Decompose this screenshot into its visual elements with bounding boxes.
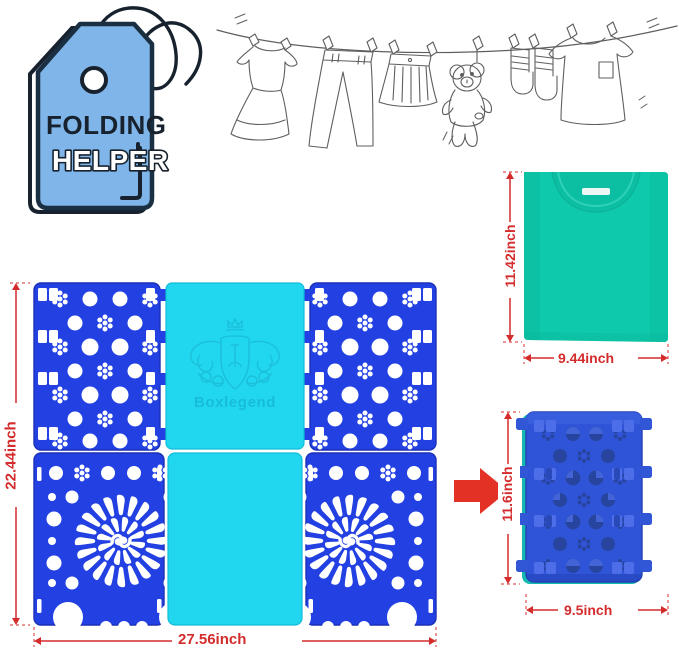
board-panel-top-left [33, 282, 172, 451]
teddy-bear-sketch [441, 35, 493, 147]
skirt-sketch [378, 39, 438, 108]
clothesline-illustration [215, 0, 679, 185]
board-panel-top-right [298, 282, 437, 451]
shirt-fold-left [524, 172, 540, 340]
folded-t-shirt: 11.42inch 9.44inch [478, 160, 679, 380]
folded-width-label: 9.5inch [564, 602, 613, 618]
folding-board-unfolded: Boxlegend [0, 255, 470, 660]
tag-face [35, 21, 155, 211]
board-panel-center-top: Boxlegend [165, 282, 305, 450]
arrow-right-icon [454, 468, 508, 514]
pants-sketch [308, 35, 378, 149]
shirt-label-tag [582, 188, 610, 195]
folded-height-label: 11.6inch [499, 466, 515, 522]
shirt-body [524, 172, 668, 342]
shirt-height-label: 11.42inch [502, 224, 518, 288]
board-width-label: 27.56inch [178, 631, 247, 648]
board-panel-center-bottom [167, 452, 303, 626]
tag-corner-bracket [120, 146, 142, 200]
shirt-width-label: 9.44inch [558, 350, 615, 366]
panel-hole-pattern [38, 288, 158, 450]
socks-sketch [508, 33, 558, 101]
tag-line1: FOLDING [46, 110, 167, 140]
folded-board-hinge-tabs [516, 418, 652, 572]
board-panel-bottom-right [275, 452, 437, 633]
shirt-dimension-lines [503, 171, 669, 364]
brand-crest-icon [190, 317, 280, 390]
tshirt-sketch [548, 21, 648, 125]
shirt-fold-right [650, 172, 668, 342]
board-height-label: 22.44inch [2, 421, 20, 490]
board-panel-bottom-left [33, 452, 196, 633]
folding-helper-hang-tag: FOLDING HELPER [6, 2, 226, 222]
folding-board-folded: 11.6inch 9.5inch [478, 398, 679, 660]
brand-name: Boxlegend [194, 394, 276, 411]
tag-grommet-icon [80, 66, 108, 94]
tag-line2: HELPER [52, 145, 169, 176]
fold-transition-arrow [452, 462, 514, 520]
dress-sketch [230, 33, 298, 141]
